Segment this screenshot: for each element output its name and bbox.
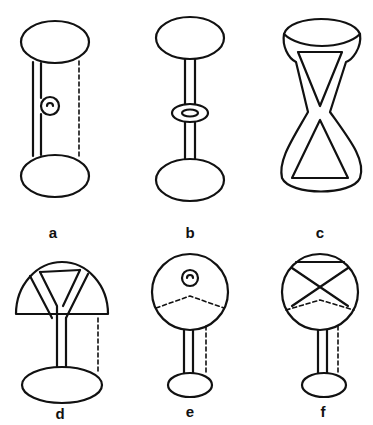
surface-c [281, 19, 361, 192]
surface-f [282, 254, 358, 397]
panel-letter: c [316, 225, 324, 240]
surface-e [152, 254, 228, 397]
surface-b [156, 17, 224, 201]
surface-d [16, 262, 108, 403]
surface-a [21, 21, 89, 197]
panel-letter: f [321, 404, 326, 419]
panel-letter: e [186, 404, 194, 419]
panel-letter: b [185, 225, 194, 240]
panel-letter: d [55, 406, 64, 421]
panel-letter: a [49, 225, 57, 240]
